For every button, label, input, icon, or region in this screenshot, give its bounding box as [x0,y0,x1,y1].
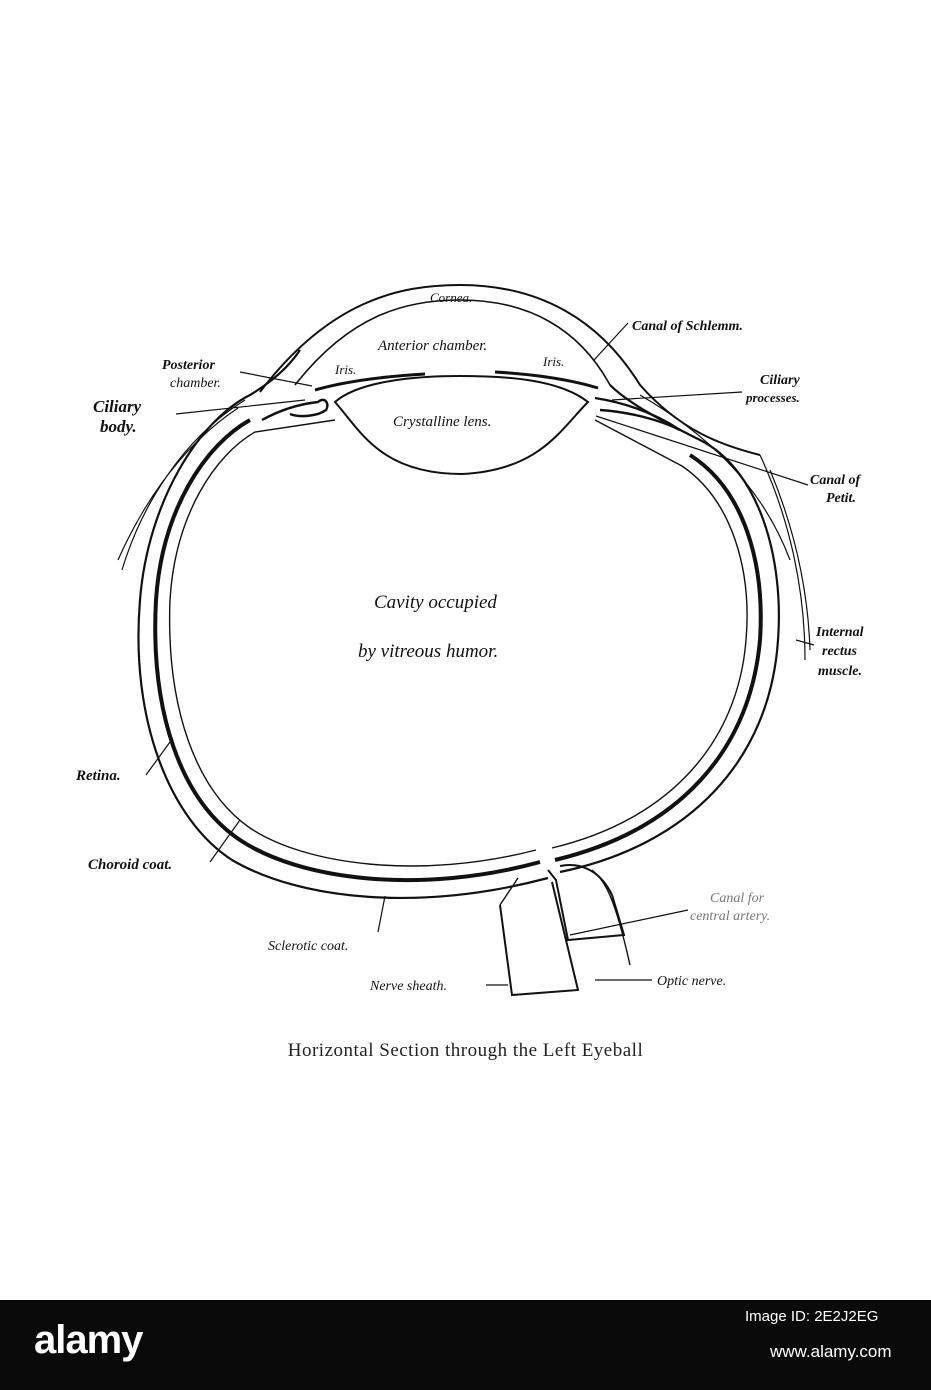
label-choroid-coat: Choroid coat. [88,857,172,873]
label-ciliary-body-2: body. [100,417,137,436]
ciliary-body-left [261,398,329,422]
footer-bar: alamy Image ID: 2E2J2EG www.alamy.com [0,1300,931,1390]
label-posterior-chamber-1: Posterior [162,358,215,373]
label-internal-rectus-2: rectus [822,644,858,659]
label-internal-rectus-1: Internal [815,625,864,640]
ciliary-processes-right [594,396,681,432]
leader-choroid [209,819,241,863]
label-canal-of-petit-1: Canal of [810,473,862,488]
diagram-caption: Horizontal Section through the Left Eyeb… [287,1040,644,1061]
crystalline-lens-shape [333,374,590,476]
leader-posterior-chamber [239,371,313,387]
label-ciliary-processes-2: processes. [745,390,800,405]
site-url-link[interactable]: www.alamy.com [770,1342,892,1361]
retina-layer [168,419,537,867]
label-canal-central-artery-1: Canal for [710,891,765,906]
label-nerve-sheath: Nerve sheath. [369,979,447,994]
label-posterior-chamber-2: chamber. [170,376,221,391]
leader-ciliary-body [175,399,306,415]
label-retina: Retina. [75,768,121,784]
leader-ciliary-processes [611,391,743,401]
leader-canal-petit [595,415,809,486]
page-canvas: Cornea. Canal of Schlemm. Anterior chamb… [75,283,864,1061]
cornea-outer [259,283,761,456]
label-cornea: Cornea. [430,290,472,305]
choroid-layer [153,418,541,883]
leader-sclerotic [377,895,386,933]
sclera-outer [137,349,549,899]
brand-logo[interactable]: alamy [34,1318,143,1362]
label-cavity-1: Cavity occupied [374,592,497,613]
iris-left [314,372,426,392]
leader-central-artery [569,909,689,936]
internal-rectus-strands [639,394,811,661]
label-sclerotic-coat: Sclerotic coat. [268,939,348,954]
label-iris-right: Iris. [542,354,564,369]
eyeball-diagram: Cornea. Canal of Schlemm. Anterior chamb… [75,283,864,997]
label-canal-central-artery-2: central artery. [690,909,770,924]
sclera-outer-right [559,384,780,874]
choroid-layer-right [554,453,763,862]
iris-right [494,370,599,390]
nerve-sheath-edge [499,869,631,966]
label-internal-rectus-3: muscle. [818,664,862,679]
label-anterior-chamber: Anterior chamber. [377,338,487,354]
retina-layer-right [551,419,748,849]
label-canal-of-schlemm: Canal of Schlemm. [632,319,743,334]
external-muscle-strands [117,399,246,571]
label-iris-left: Iris. [334,362,356,377]
label-ciliary-processes-1: Ciliary [760,373,800,388]
image-id: Image ID: 2E2J2EG [745,1308,879,1325]
leader-retina [145,741,171,776]
label-cavity-2: by vitreous humor. [358,641,498,662]
cornea-inner [294,299,611,386]
label-ciliary-body-1: Ciliary [93,397,142,416]
leader-internal-rectus [795,639,815,646]
label-canal-of-petit-2: Petit. [826,491,856,506]
leader-canal-schlemm [593,322,629,361]
label-optic-nerve: Optic nerve. [657,974,726,989]
label-crystalline-lens: Crystalline lens. [393,414,491,430]
